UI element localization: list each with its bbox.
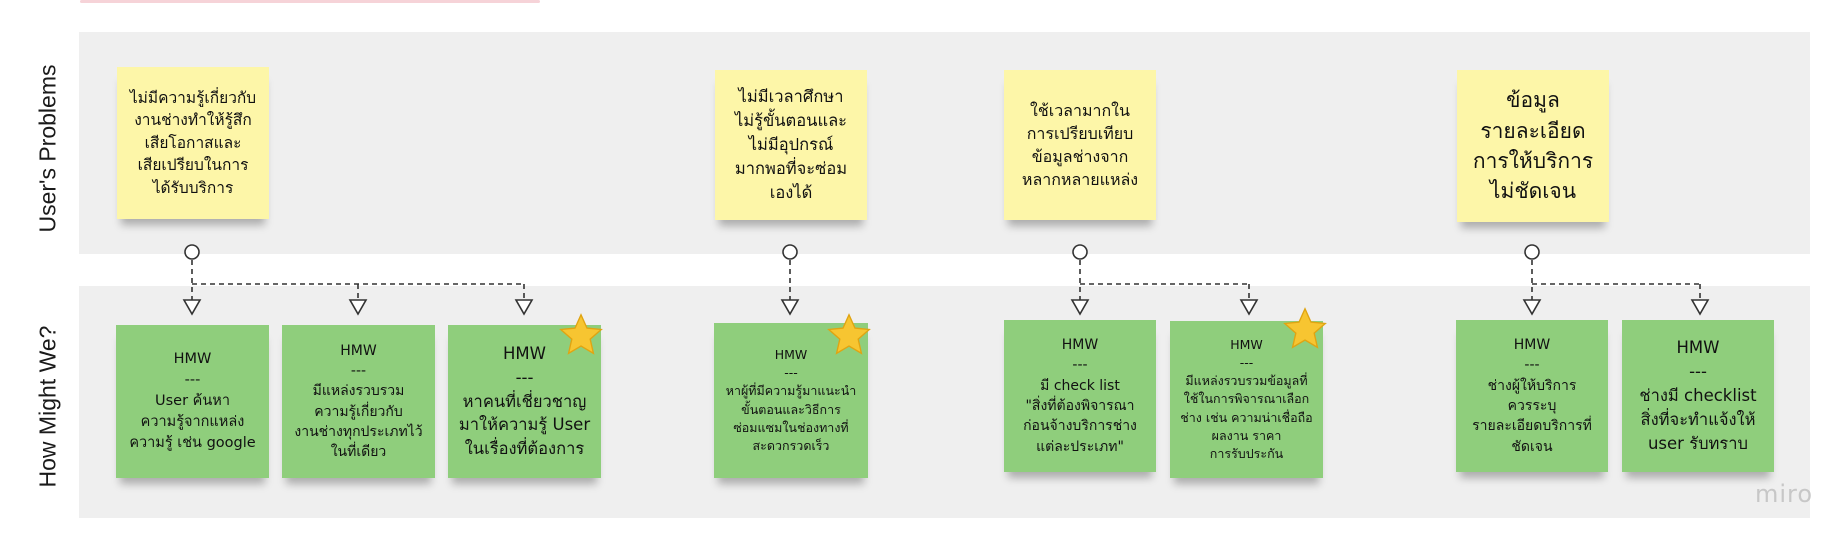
problem-note-text: ไม่มีเวลาศึกษา ไม่รู้ขั้นตอนและ ไม่มีอุป…: [734, 87, 848, 202]
arrowhead-icon: [1690, 299, 1710, 316]
hmw-note-text: HMW --- มีแหล่งรวบรวมข้อมูลที่ ใช้ในการพ…: [1180, 337, 1313, 461]
miro-logo: miro: [1755, 480, 1814, 508]
hmw-note-text: HMW --- ช่างผู้ให้บริการ ควรระบุ รายละเอ…: [1472, 337, 1592, 455]
hmw-note-text: HMW --- มี check list "สิ่งที่ต้องพิจารณ…: [1023, 337, 1137, 455]
circle-connector-icon: [782, 244, 798, 260]
problem-note[interactable]: ไม่มีเวลาศึกษา ไม่รู้ขั้นตอนและ ไม่มีอุป…: [715, 70, 867, 220]
hmw-note[interactable]: HMW --- มีแหล่งรวบรวม ความรู้เกี่ยวกับ ง…: [282, 325, 435, 478]
hmw-note-text: HMW --- User ค้นหา ความรู้จากแหล่ง ความร…: [129, 350, 256, 452]
circle-connector-icon: [184, 244, 200, 260]
hmw-note[interactable]: HMW --- ช่างผู้ให้บริการ ควรระบุ รายละเอ…: [1456, 320, 1608, 472]
hmw-note-text: HMW --- หาผู้ที่มีความรู้มาแนะนำ ขั้นตอน…: [725, 347, 857, 453]
arrowhead-icon: [182, 299, 202, 316]
problem-note-text: ข้อมูล รายละเอียด การให้บริการ ไม่ชัดเจน: [1472, 88, 1594, 204]
circle-connector-icon: [1072, 244, 1088, 260]
arrowhead-icon: [1522, 299, 1542, 316]
problem-note[interactable]: ใช้เวลามากใน การเปรียบเทียบ ข้อมูลช่างจา…: [1004, 70, 1156, 220]
arrowhead-icon: [348, 299, 368, 316]
arrowhead-icon: [1070, 299, 1090, 316]
star-icon: [559, 313, 603, 355]
arrowhead-icon: [780, 299, 800, 316]
hmw-note[interactable]: HMW --- มีแหล่งรวบรวมข้อมูลที่ ใช้ในการพ…: [1170, 321, 1323, 478]
hmw-note[interactable]: HMW --- มี check list "สิ่งที่ต้องพิจารณ…: [1004, 320, 1156, 472]
hmw-note-text: HMW --- มีแหล่งรวบรวม ความรู้เกี่ยวกับ ง…: [294, 342, 423, 461]
problem-note[interactable]: ไม่มีความรู้เกี่ยวกับ งานช่างทำให้รู้สึก…: [117, 67, 269, 219]
hmw-note[interactable]: HMW --- ช่างมี checklist สิ่งที่จะทำแจ้ง…: [1622, 320, 1774, 472]
arrowhead-icon: [1239, 299, 1259, 316]
problem-note[interactable]: ข้อมูล รายละเอียด การให้บริการ ไม่ชัดเจน: [1457, 70, 1609, 222]
circle-connector-icon: [1524, 244, 1540, 260]
problem-note-text: ใช้เวลามากใน การเปรียบเทียบ ข้อมูลช่างจา…: [1021, 100, 1139, 190]
hmw-note-text: HMW --- หาคนที่เชี่ยวชาญ มาให้ความรู้ Us…: [458, 343, 591, 459]
hmw-note[interactable]: HMW --- User ค้นหา ความรู้จากแหล่ง ความร…: [116, 325, 269, 478]
arrowhead-icon: [514, 299, 534, 316]
star-icon: [1283, 307, 1327, 349]
top-accent-bar: [80, 0, 540, 3]
hmw-note[interactable]: HMW --- หาผู้ที่มีความรู้มาแนะนำ ขั้นตอน…: [714, 323, 868, 478]
hmw-note[interactable]: HMW --- หาคนที่เชี่ยวชาญ มาให้ความรู้ Us…: [448, 325, 601, 478]
hmw-note-text: HMW --- ช่างมี checklist สิ่งที่จะทำแจ้ง…: [1639, 338, 1757, 453]
problem-note-text: ไม่มีความรู้เกี่ยวกับ งานช่างทำให้รู้สึก…: [129, 88, 257, 197]
star-icon: [827, 313, 871, 355]
